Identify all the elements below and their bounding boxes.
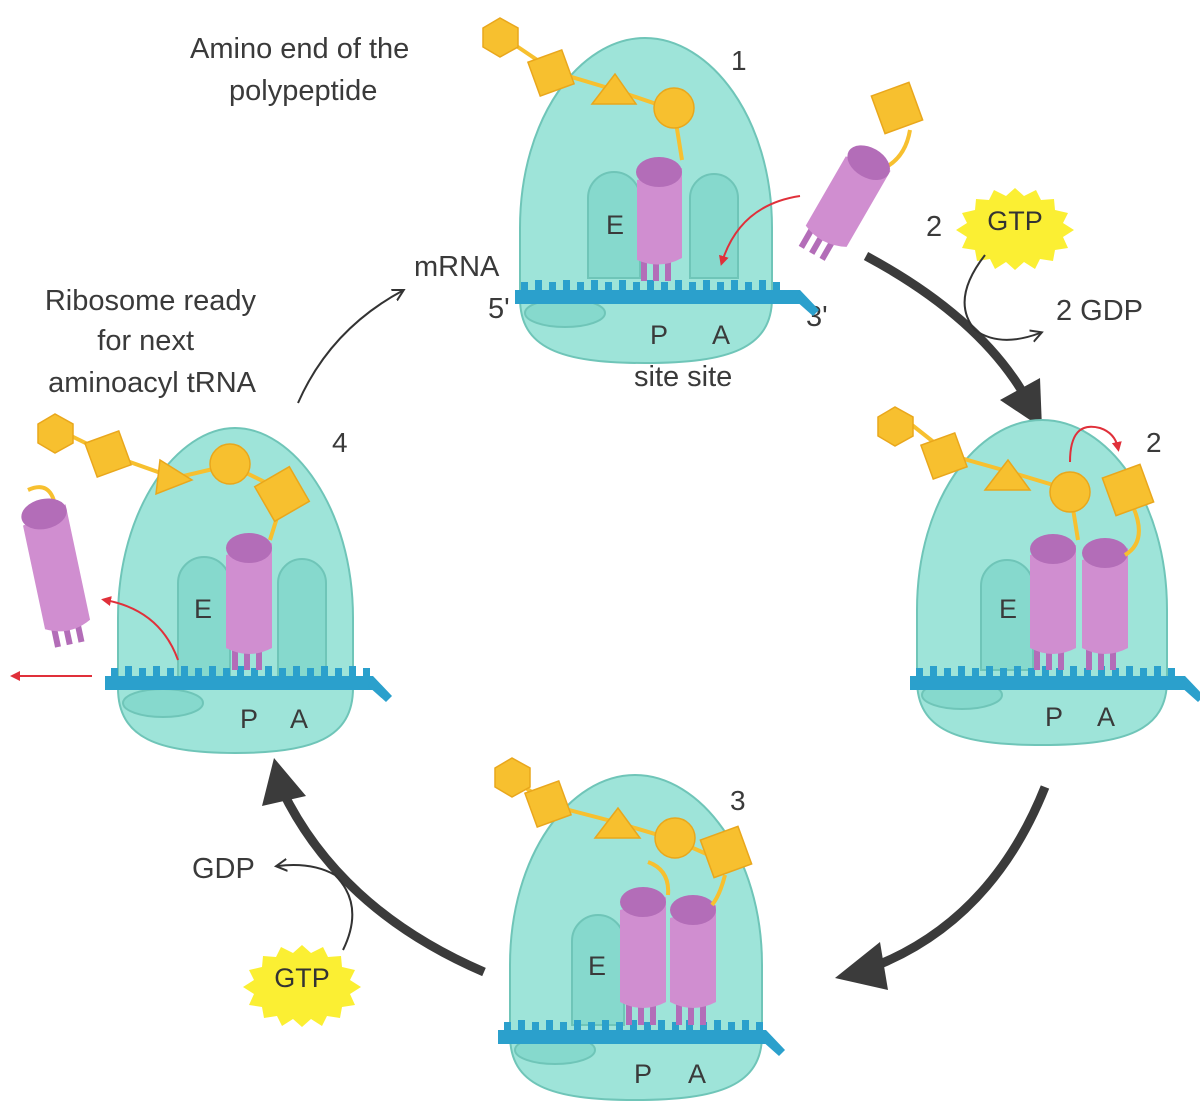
amino-circle xyxy=(654,817,696,859)
step-4-p-site-trna xyxy=(226,533,272,670)
step-1-incoming-aminoacyl-trna xyxy=(719,81,924,266)
cycle-arrow-2-to-3 xyxy=(835,785,1050,990)
step-3-number: 3 xyxy=(730,785,746,816)
amino-triangle xyxy=(983,458,1032,491)
amino-square xyxy=(526,48,576,98)
step-2-polypeptide xyxy=(877,406,1155,557)
step-4-number: 4 xyxy=(332,427,348,458)
gdp-2-label: 2 GDP xyxy=(1056,295,1143,327)
step-3-mrna xyxy=(498,1020,785,1056)
site-site-label: site site xyxy=(634,361,732,393)
step-2-p-site-trna xyxy=(1030,534,1076,670)
a-site-pocket xyxy=(689,173,739,279)
amino-square xyxy=(83,429,133,479)
gtp-hydrolysis-1-to-2: GTP 2 2 GDP xyxy=(926,188,1143,340)
step-3-polypeptide xyxy=(494,757,753,907)
gtp-hydrolysis-3-to-4: GTP GDP xyxy=(192,853,361,1027)
ribosome-ready-line3: aminoacyl tRNA xyxy=(48,367,257,399)
step-3-p-site-trna xyxy=(620,887,666,1025)
cycle-arrow-1-to-2 xyxy=(863,252,1042,428)
step-2-number: 2 xyxy=(1146,427,1162,458)
amino-hexagon xyxy=(877,406,914,447)
site-p-label: P xyxy=(650,320,668,350)
step-1-number: 1 xyxy=(731,45,747,76)
amino-triangle xyxy=(590,72,638,105)
amino-square xyxy=(523,779,573,829)
ribosome-ready-line2: for next xyxy=(97,325,194,357)
step-4-released-trna xyxy=(10,485,179,681)
amino-end-label-line1: Amino end of the xyxy=(190,33,409,65)
step-2-mrna xyxy=(910,666,1200,702)
gtp-label: GTP xyxy=(987,206,1043,236)
five-prime-label: 5' xyxy=(488,293,510,325)
step-1-mrna xyxy=(515,280,819,316)
step-1-p-site-trna xyxy=(636,157,682,281)
amino-circle xyxy=(1049,471,1091,513)
step-4-polypeptide xyxy=(37,413,311,541)
amino-square xyxy=(919,431,969,481)
mrna-label: mRNA xyxy=(414,251,500,283)
ribosome-ready-line1: Ribosome ready xyxy=(45,285,257,317)
amino-circle xyxy=(209,443,251,485)
cycle-arrow-3-to-4 xyxy=(262,758,486,977)
site-a-label: A xyxy=(1097,702,1115,732)
site-a-label: A xyxy=(712,320,730,350)
amino-hexagon xyxy=(494,757,531,798)
gtp-count-label: 2 xyxy=(926,211,942,243)
site-p-label: P xyxy=(1045,702,1063,732)
step-3-a-site-trna xyxy=(670,895,716,1025)
gtp-burst xyxy=(956,188,1074,270)
amino-hexagon xyxy=(37,413,74,454)
step-4-mrna xyxy=(105,666,392,702)
site-e-label: E xyxy=(588,951,606,981)
small-subunit-groove xyxy=(122,688,204,718)
gtp-burst xyxy=(243,945,361,1027)
site-e-label: E xyxy=(999,594,1017,624)
site-p-label: P xyxy=(240,704,258,734)
amino-triangle xyxy=(155,458,194,496)
gtp-label: GTP xyxy=(274,963,330,993)
amino-triangle xyxy=(593,806,642,839)
a-site-pocket xyxy=(277,558,327,679)
site-e-label: E xyxy=(606,210,624,240)
amino-square xyxy=(253,465,311,523)
site-a-label: A xyxy=(688,1059,706,1089)
step-2-a-site-trna xyxy=(1082,538,1128,670)
amino-square xyxy=(699,825,753,879)
amino-square xyxy=(870,81,924,135)
amino-hexagon xyxy=(482,17,519,58)
cycle-arrow-4-to-1 xyxy=(297,291,402,404)
site-p-label: P xyxy=(634,1059,652,1089)
gdp-label: GDP xyxy=(192,853,255,885)
amino-circle xyxy=(653,87,695,129)
amino-end-label-line2: polypeptide xyxy=(229,75,377,107)
site-a-label: A xyxy=(290,704,308,734)
step-1-polypeptide xyxy=(482,17,695,161)
amino-square xyxy=(1101,463,1155,517)
site-e-label: E xyxy=(194,594,212,624)
